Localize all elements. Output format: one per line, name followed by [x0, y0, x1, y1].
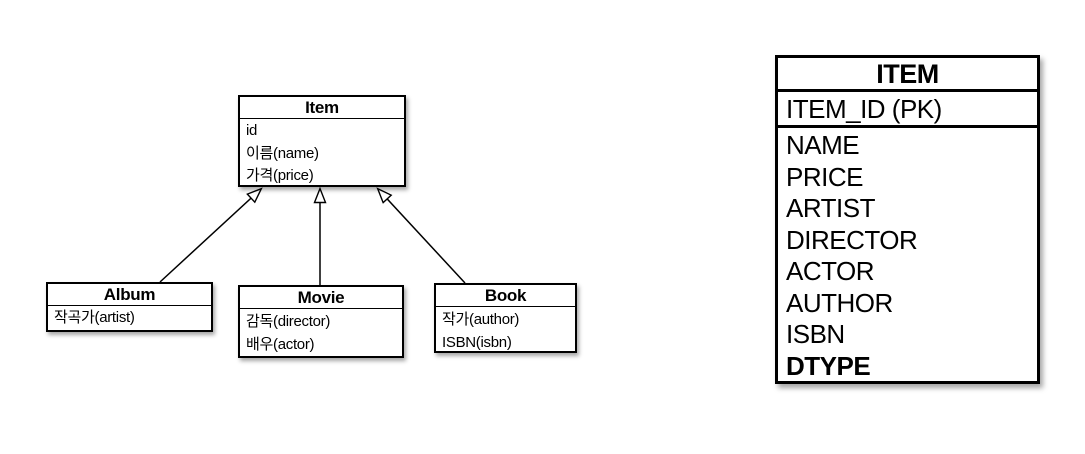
uml-class-item-attributes: id 이름(name) 가격(price) — [240, 119, 404, 188]
uml-attribute: 가격(price) — [246, 167, 314, 184]
db-column-director: DIRECTOR — [786, 224, 918, 255]
uml-attribute: 작곡가(artist) — [54, 309, 135, 326]
db-table-item: ITEM ITEM_ID (PK) NAME PRICE ARTIST DIRE… — [775, 55, 1040, 384]
uml-class-item-title: Item — [240, 97, 404, 119]
uml-attribute: 이름(name) — [246, 144, 319, 162]
db-column-dtype: DTYPE — [786, 350, 871, 381]
uml-attribute: id — [246, 122, 258, 139]
uml-class-album-title: Album — [48, 284, 211, 306]
uml-class-movie: Movie 감독(director) 배우(actor) — [238, 285, 404, 358]
db-table-title: ITEM — [778, 58, 1037, 92]
db-column-author: AUTHOR — [786, 287, 893, 318]
db-column-price: PRICE — [786, 161, 863, 192]
db-column-name: NAME — [786, 130, 860, 160]
generalization-arrow-album-to-item — [159, 189, 261, 283]
db-table-primary-key: ITEM_ID (PK) — [778, 92, 1037, 128]
uml-attribute: ISBN(isbn) — [442, 334, 512, 351]
db-table-columns: NAME PRICE ARTIST DIRECTOR ACTOR AUTHOR … — [778, 128, 1037, 382]
uml-class-book: Book 작가(author) ISBN(isbn) — [434, 283, 577, 353]
uml-class-album-attributes: 작곡가(artist) — [48, 306, 211, 330]
uml-attribute: 감독(director) — [246, 313, 331, 330]
uml-class-movie-attributes: 감독(director) 배우(actor) — [240, 309, 402, 356]
uml-class-album: Album 작곡가(artist) — [46, 282, 213, 332]
generalization-arrow-book-to-item — [378, 189, 466, 284]
uml-class-book-attributes: 작가(author) ISBN(isbn) — [436, 307, 575, 354]
uml-attribute: 작가(author) — [442, 311, 520, 328]
db-column-artist: ARTIST — [786, 193, 875, 223]
uml-class-movie-title: Movie — [240, 287, 402, 309]
db-column-isbn: ISBN — [786, 319, 845, 349]
uml-class-book-title: Book — [436, 285, 575, 307]
uml-attribute: 배우(actor) — [246, 336, 315, 353]
db-column-actor: ACTOR — [786, 256, 875, 286]
uml-class-item: Item id 이름(name) 가격(price) — [238, 95, 406, 187]
